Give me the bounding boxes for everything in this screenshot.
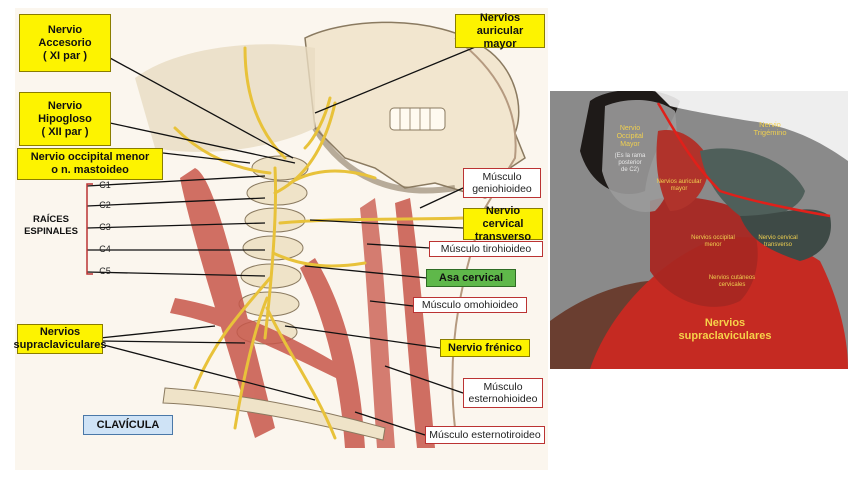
label-text: Nervio cervical xyxy=(464,205,542,231)
root-c1: C1 xyxy=(95,179,115,191)
label-text: Nervios xyxy=(40,326,80,339)
r-label-text: de C2) xyxy=(604,167,656,174)
label-musculo-omohioideo: Músculo omohioideo xyxy=(413,297,527,313)
label-nervio-occipital-menor: Nervio occipital menor o n. mastoideo xyxy=(17,148,163,180)
root-c4: C4 xyxy=(95,243,115,255)
label-asa-cervical: Asa cervical xyxy=(426,269,516,287)
r-label-text: Mayor xyxy=(602,141,658,149)
label-musculo-esternotiroideo: Músculo esternotiroideo xyxy=(425,426,545,444)
label-text: mayor xyxy=(483,38,516,51)
r-label-occipital-mayor: Nervio Occipital Mayor xyxy=(602,125,658,149)
root-c5: C5 xyxy=(95,265,115,277)
r-label-text: Nervio xyxy=(602,125,658,133)
r-label-text: menor xyxy=(684,242,742,249)
r-label-text: transverso xyxy=(750,242,806,249)
root-c3: C3 xyxy=(95,221,115,233)
label-text: Nervio xyxy=(48,100,82,113)
label-musculo-geniohioideo: Músculo geniohioideo xyxy=(463,168,541,198)
r-label-text: Nervio cervical xyxy=(750,235,806,242)
label-nervios-supraclaviculares: Nervios supraclaviculares xyxy=(17,324,103,354)
label-text: Hipogloso xyxy=(38,113,92,126)
label-text: Nervio occipital menor xyxy=(31,151,150,164)
r-label-occipital-mayor-note: (Es la rama posterior de C2) xyxy=(604,153,656,174)
neck-nerves-illustration: Nervio Accesorio ( XI par ) Nervio Hipog… xyxy=(15,8,548,470)
label-text: Accesorio xyxy=(38,37,91,50)
r-label-cervical-transverso: Nervio cervical transverso xyxy=(750,235,806,249)
r-label-trigemino: Nervio Trigémino xyxy=(740,121,800,137)
label-text: supraclaviculares xyxy=(14,339,107,352)
r-label-supraclaviculares: Nervios supraclaviculares xyxy=(670,317,780,343)
label-text: esternohioideo xyxy=(469,393,538,405)
label-musculo-esternohioideo: Músculo esternohioideo xyxy=(463,378,543,408)
label-text: Nervios auricular xyxy=(456,12,544,38)
label-musculo-tirohioideo: Músculo tirohioideo xyxy=(429,241,543,257)
label-text: ( XII par ) xyxy=(41,126,88,139)
label-nervio-hipogloso: Nervio Hipogloso ( XII par ) xyxy=(19,92,111,146)
root-c2: C2 xyxy=(95,199,115,211)
r-label-text: Nervios auricular xyxy=(650,179,708,186)
r-label-text: cervicales xyxy=(700,282,764,289)
cutaneous-innervation-figure: Nervio Trigémino Nervio Occipital Mayor … xyxy=(550,91,848,369)
label-text: Nervio xyxy=(48,24,82,37)
r-label-text: (Es la rama xyxy=(604,153,656,160)
label-nervio-cervical-transverso: Nervio cervical transverso xyxy=(463,208,543,240)
r-label-text: Trigémino xyxy=(740,129,800,137)
r-label-text: mayor xyxy=(650,186,708,193)
r-label-text: Occipital xyxy=(602,133,658,141)
r-label-text: Nervios xyxy=(670,317,780,330)
label-text: Músculo xyxy=(483,381,522,393)
r-label-text: Nervios occipital xyxy=(684,235,742,242)
r-label-auricular-mayor: Nervios auricular mayor xyxy=(650,179,708,193)
label-text: ( XI par ) xyxy=(43,50,87,63)
label-nervio-frenico: Nervio frénico xyxy=(440,339,530,357)
label-text: o n. mastoideo xyxy=(51,164,129,177)
label-text: geniohioideo xyxy=(472,183,532,195)
r-label-text: supraclaviculares xyxy=(670,330,780,343)
label-text: Músculo xyxy=(482,171,521,183)
r-label-cutaneos-cervicales: Nervios cutáneos cervicales xyxy=(700,275,764,289)
r-label-occipital-menor: Nervios occipital menor xyxy=(684,235,742,249)
label-nervio-accesorio: Nervio Accesorio ( XI par ) xyxy=(19,14,111,72)
label-clavicula: CLAVÍCULA xyxy=(83,415,173,435)
label-raices-espinales: RAÍCES ESPINALES xyxy=(17,212,85,240)
label-text: ESPINALES xyxy=(24,226,78,238)
label-text: RAÍCES xyxy=(33,214,69,226)
label-nervios-auricular-mayor: Nervios auricular mayor xyxy=(455,14,545,48)
r-label-text: Nervios cutáneos xyxy=(700,275,764,282)
r-label-text: posterior xyxy=(604,160,656,167)
